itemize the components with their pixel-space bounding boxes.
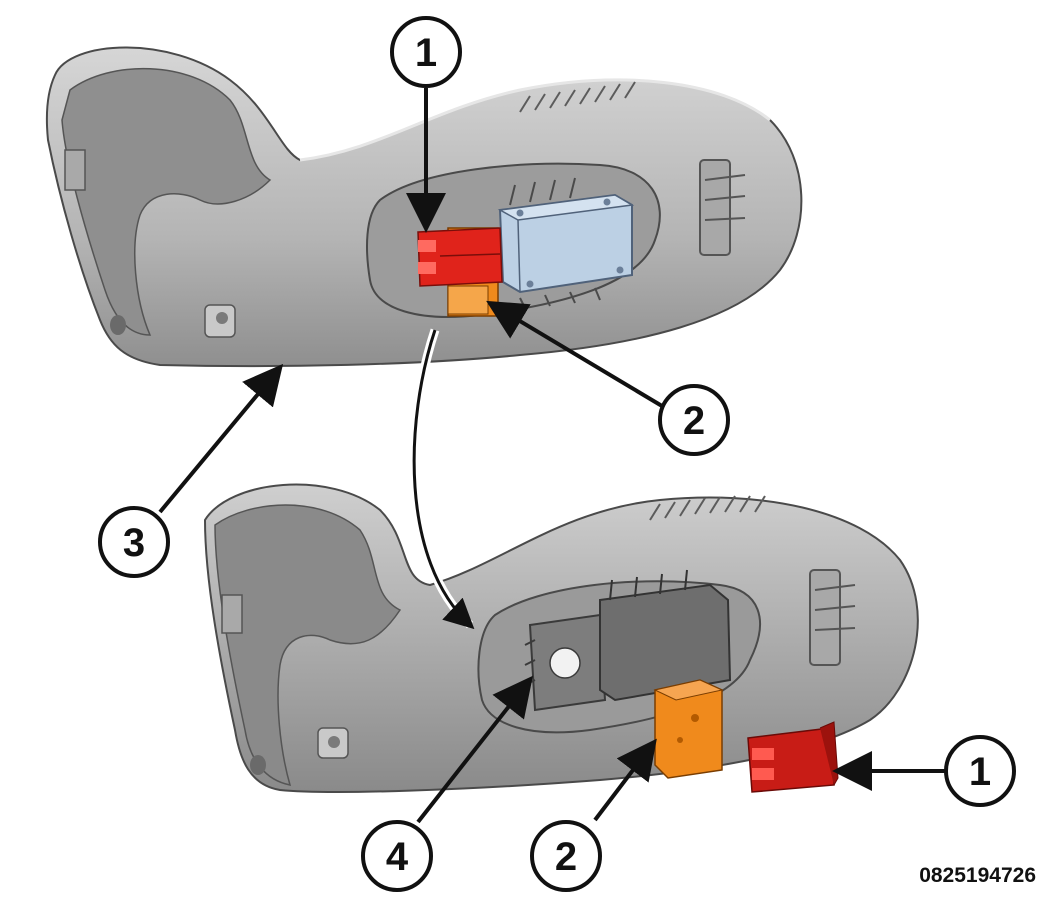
electronic-module-top bbox=[497, 177, 635, 309]
callout-2-bottom: 2 bbox=[530, 820, 602, 892]
connector-removed bbox=[653, 679, 724, 779]
callout-4-label: 4 bbox=[386, 835, 409, 879]
callout-4: 4 bbox=[361, 820, 433, 892]
module-mount-bracket bbox=[524, 613, 607, 712]
connector-lock-top bbox=[417, 227, 503, 287]
callout-3-label: 3 bbox=[123, 521, 145, 565]
callout-2-top: 2 bbox=[658, 384, 730, 456]
callout-1-top-label: 1 bbox=[415, 31, 437, 75]
callout-1-top: 1 bbox=[390, 16, 462, 88]
callout-2-top-label: 2 bbox=[683, 399, 705, 443]
seat-side-shield-bottom bbox=[203, 483, 919, 793]
leader-lines bbox=[158, 88, 945, 824]
callout-1-bottom-label: 1 bbox=[969, 750, 991, 794]
callout-3: 3 bbox=[98, 506, 170, 578]
callout-2-bottom-label: 2 bbox=[555, 835, 577, 879]
figure-code: 0825194726 bbox=[919, 864, 1036, 887]
connector-lock-removed bbox=[747, 721, 839, 793]
callout-1-bottom: 1 bbox=[944, 735, 1016, 807]
